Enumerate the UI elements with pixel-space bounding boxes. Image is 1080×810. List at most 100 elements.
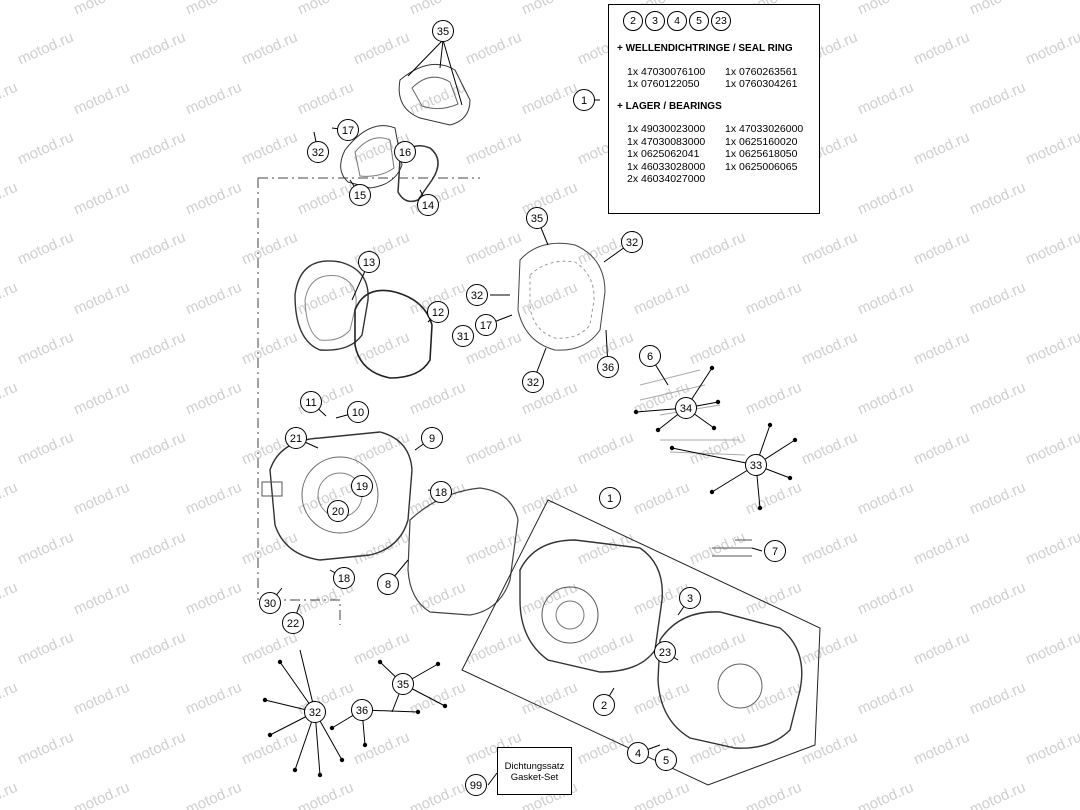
callout-label: 1 <box>607 493 613 505</box>
callout-circle <box>427 301 449 323</box>
callout-label: 6 <box>647 351 653 363</box>
part-number: 1x 0625062041 <box>627 148 700 160</box>
callout-circle <box>347 401 369 423</box>
callout-label: 31 <box>457 331 469 343</box>
callout-circle <box>327 500 349 522</box>
callout-circle <box>639 345 661 367</box>
callout-label: 15 <box>354 190 366 202</box>
crankcase-left-half <box>519 539 664 673</box>
pump-housing <box>340 125 403 189</box>
callout-label: 2 <box>601 700 607 712</box>
callout-22: 22 <box>282 612 304 634</box>
part-number: 1x 0760263561 <box>725 65 798 78</box>
part-number: 1x 0625160020 <box>725 135 798 148</box>
callout-circle <box>526 207 548 229</box>
crankcase-gasket <box>407 487 519 616</box>
callout-circle <box>337 119 359 141</box>
seal-ring-list: 1x 47030076100 1x 0760263561 1x 07601220… <box>627 66 811 91</box>
callout-label: 5 <box>663 755 669 767</box>
callout-label: 18 <box>338 573 350 585</box>
callout-11: 11 <box>300 391 322 413</box>
callout-label: 1 <box>581 95 587 107</box>
callout-circle <box>417 194 439 216</box>
callout-label: 7 <box>772 546 778 558</box>
crankcase-right-half <box>657 611 803 749</box>
part-number: 1x 0625618050 <box>725 148 798 160</box>
parts-info-box: 2 3 4 5 23 + WELLENDICHTRINGE / SEAL RIN… <box>608 4 820 214</box>
callout-label: 13 <box>363 257 375 269</box>
part-number: 2x 46034027000 <box>627 173 706 185</box>
callout-15: 15 <box>349 184 371 206</box>
clutch-gasket <box>354 289 433 379</box>
callout-label: 21 <box>290 433 302 445</box>
callout-circle <box>351 475 373 497</box>
callout-label: 35 <box>397 679 409 691</box>
callout-13: 13 <box>358 251 380 273</box>
callout-6: 6 <box>639 345 661 367</box>
callout-circle <box>764 540 786 562</box>
callout-circle <box>300 391 322 413</box>
included-parts-row: 2 3 4 5 23 <box>623 11 811 31</box>
callout-label: 20 <box>332 506 344 518</box>
callout-label: 32 <box>471 290 483 302</box>
bearings-heading: + LAGER / BEARINGS <box>617 100 722 112</box>
callout-32: 32 <box>522 371 544 393</box>
callout-circle <box>465 774 487 796</box>
seal-ring-heading: + WELLENDICHTRINGE / SEAL RING <box>617 43 793 54</box>
clutch-cover <box>294 260 369 351</box>
callout-label: 3 <box>687 593 693 605</box>
callout-circle <box>522 371 544 393</box>
dowel-pins <box>712 539 752 557</box>
callout-circle <box>307 141 329 163</box>
callout-32: 32 <box>307 141 329 163</box>
callout-circle <box>597 356 619 378</box>
callout-circle <box>285 427 307 449</box>
callout-9: 9 <box>421 427 443 449</box>
callout-label: 36 <box>356 705 368 717</box>
callout-label: 18 <box>435 487 447 499</box>
callout-17: 17 <box>475 314 497 336</box>
gasket-set-label-en: Gasket-Set <box>510 772 559 783</box>
callout-circle <box>430 481 452 503</box>
callout-circle <box>621 231 643 253</box>
callout-label: 17 <box>342 125 354 137</box>
callout-label: 34 <box>680 403 692 415</box>
callout-1: 1 <box>599 487 621 509</box>
callout-label: 35 <box>437 26 449 38</box>
callout-label: 35 <box>531 213 543 225</box>
callout-circle <box>573 89 595 111</box>
water-pump-cover <box>398 63 471 126</box>
callout-label: 4 <box>635 748 641 760</box>
callout-99: 99 <box>465 774 487 796</box>
callout-circle <box>432 20 454 42</box>
callout-circle <box>475 314 497 336</box>
callout-circle <box>745 454 767 476</box>
part-number: 1x 47030083000 <box>627 135 706 148</box>
callout-label: 8 <box>385 579 391 591</box>
callout-label: 99 <box>470 780 482 792</box>
callout-23: 23 <box>654 641 676 663</box>
callout-label: 16 <box>399 147 411 159</box>
callout-label: 19 <box>356 481 368 493</box>
callout-label: 22 <box>287 618 299 630</box>
callout-35: 35 <box>526 207 548 229</box>
callout-circle <box>259 592 281 614</box>
bearings-list: 1x 49030023000 1x 47033026000 1x 4703008… <box>627 123 811 186</box>
callout-2: 2 <box>593 694 615 716</box>
callout-19: 19 <box>351 475 373 497</box>
part-number: 1x 46033028000 <box>627 160 706 173</box>
callout-4: 4 <box>627 742 649 764</box>
callout-20: 20 <box>327 500 349 522</box>
callout-circle <box>593 694 615 716</box>
callout-circle <box>349 184 371 206</box>
callout-14: 14 <box>417 194 439 216</box>
callout-circle <box>655 749 677 771</box>
callout-circle <box>654 641 676 663</box>
callout-12: 12 <box>427 301 449 323</box>
gasket-set-box: Dichtungssatz Gasket-Set <box>497 747 572 795</box>
callout-3: 3 <box>679 587 701 609</box>
part-number: 1x 49030023000 <box>627 123 706 135</box>
